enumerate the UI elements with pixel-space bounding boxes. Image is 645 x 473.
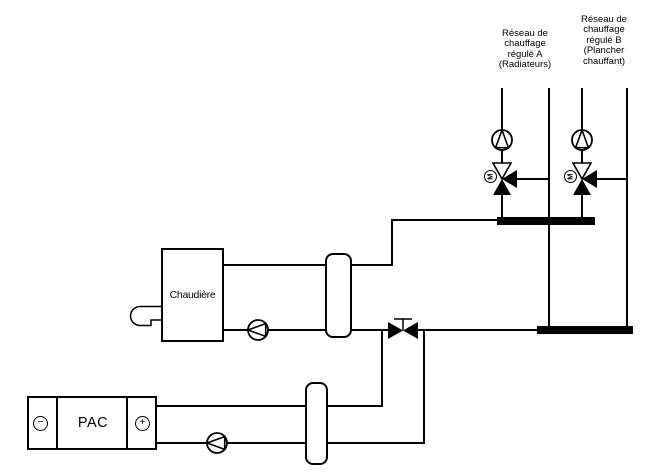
pipe-boiler-return-left [223,329,326,331]
pipe-pac-supply-right [327,405,383,407]
pump-network-b-icon [571,128,593,151]
pump-boiler-icon [246,319,269,341]
pipe-network-a-valve-to-header [501,193,503,218]
network-b-label-line5: chauffant) [582,55,626,67]
supply-header-bar [497,217,595,225]
pac-hydraulic-separator [305,382,328,465]
pipe-network-b-pump-to-valve [581,149,583,164]
burner-icon [129,305,161,327]
pac-plus-sign: + [139,417,146,428]
pipe-pac-return-right [327,442,425,444]
valve-a-actuator-label: M [485,173,495,180]
pipe-pac-return-left [155,442,306,444]
network-b-label-line4: (Plancher [583,45,625,57]
network-b-label-line2: chauffage [583,24,625,36]
pipe-pac-return-riser [423,330,425,444]
pipe-main-return [416,329,538,331]
pac-hot-side-icon: + [135,415,150,431]
three-way-valve-b-icon [571,162,597,195]
boiler-hydraulic-separator [325,253,352,338]
pipe-network-a-return [548,88,550,326]
pipe-valve-a-recirculation-branch [517,178,550,180]
network-b-label: Réseau de chauffage régulé B (Plancher c… [559,14,645,67]
boiler-label: Chaudière [169,289,216,301]
network-a-label-line3: régulé A [507,48,543,60]
network-a-label-line4: (Radiateurs) [498,59,552,71]
pac-minus-sign: − [37,417,44,428]
pipe-supply-riser [391,219,393,266]
network-b-label-line3: régulé B [586,34,622,46]
pac-divider-left [56,398,58,448]
network-a-label: Réseau de chauffage régulé A (Radiateurs… [480,28,570,71]
pipe-valve-b-recirculation-branch [597,178,628,180]
heat-pump-label: PAC [77,415,109,431]
pipe-network-a-supply-top [501,88,503,131]
return-header-bar [537,326,633,334]
pipe-network-b-return [626,88,628,326]
pump-pac-icon [205,432,228,454]
valve-b-actuator-label: M [565,173,575,180]
boiler-box: Chaudière [161,248,224,342]
isolation-valve-icon [388,318,418,339]
pipe-network-b-valve-to-header [581,193,583,218]
network-a-label-line2: chauffage [504,38,546,50]
network-b-label-line1: Réseau de [581,14,627,25]
pipe-network-b-supply-top [581,88,583,131]
pipe-pac-supply-left [155,405,306,407]
pac-cold-side-icon: − [33,415,48,431]
pipe-supply-header-feed [391,219,498,221]
valve-b-actuator-icon: M [564,170,577,183]
pump-network-a-icon [491,128,513,151]
valve-a-actuator-icon: M [484,170,497,183]
pipe-boiler-supply-right [351,264,393,266]
pipe-pac-supply-riser [381,330,383,407]
pipe-boiler-supply-left [223,264,326,266]
three-way-valve-a-icon [491,162,517,195]
pipe-network-a-pump-to-valve [501,149,503,164]
network-a-label-line1: Réseau de [502,28,548,39]
pac-divider-right [126,398,128,448]
heat-pump-box: − + PAC [27,396,157,450]
pipe-boiler-return-right [351,329,389,331]
